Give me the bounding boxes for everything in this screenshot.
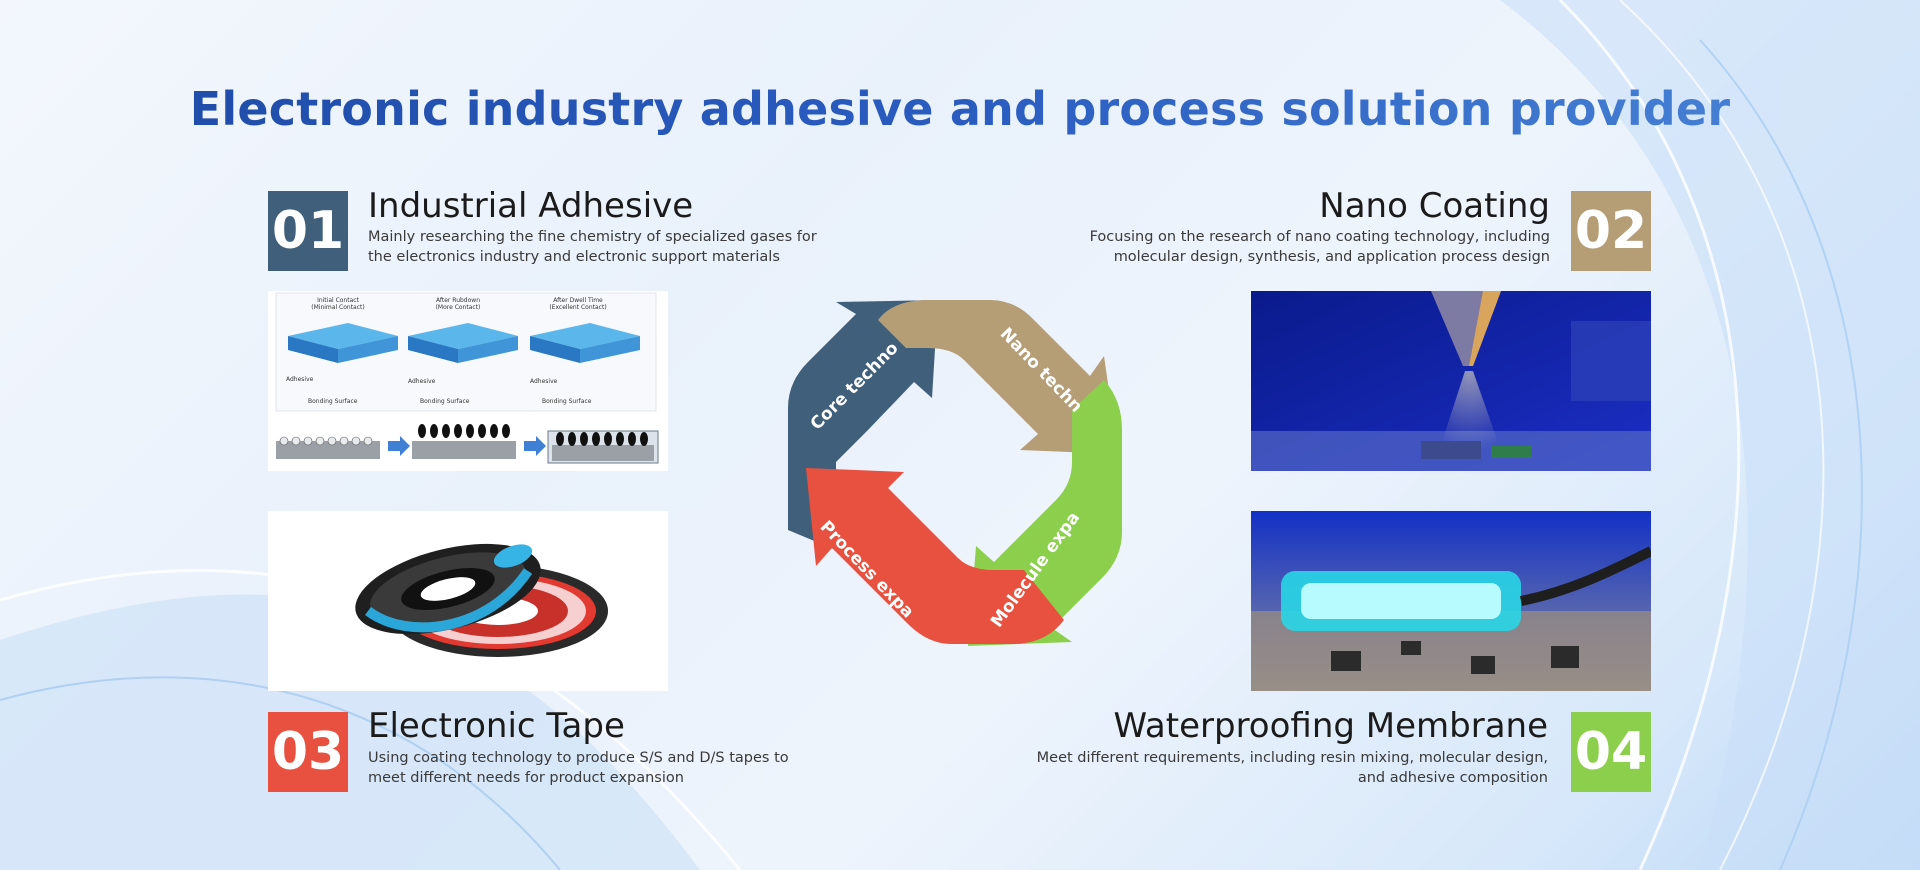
adhesive-label: Adhesive [408, 378, 436, 385]
section-title: Nano Coating [1319, 186, 1550, 226]
surface-label: Bonding Surface [420, 398, 470, 405]
adhesive-contact-diagram: Initial Contact (Minimal Contact) Adhesi… [268, 291, 668, 471]
technology-cycle-diagram: Core technology Nano technology Molecule… [768, 290, 1122, 646]
section-title: Electronic Tape [368, 706, 625, 746]
stage-block: After Rubdown (More Contact) Adhesive Bo… [408, 297, 518, 405]
stage-label: Initial Contact [317, 297, 360, 304]
adhesive-label: Adhesive [286, 376, 314, 383]
section-number-badge: 03 [268, 712, 348, 792]
section-description: Focusing on the research of nano coating… [1089, 229, 1550, 265]
section-description: Mainly researching the fine chemistry of… [368, 229, 817, 265]
section-title: Waterproofing Membrane [1113, 706, 1548, 746]
waterproof-circuit-image [1251, 511, 1651, 691]
section-number-badge: 02 [1571, 191, 1651, 271]
cycle-segment-nano [878, 300, 1118, 454]
cycle-segment-process [806, 468, 1064, 644]
nano-coating-spray-image [1251, 291, 1651, 471]
stage-block: Initial Contact (Minimal Contact) Adhesi… [286, 297, 398, 405]
stage-sublabel: (More Contact) [436, 304, 481, 311]
adhesive-label: Adhesive [530, 378, 558, 385]
section-title: Industrial Adhesive [368, 186, 694, 226]
page-title: Electronic industry adhesive and process… [0, 82, 1920, 136]
section-description: Meet different requirements, including r… [1036, 750, 1548, 786]
surface-label: Bonding Surface [308, 398, 358, 405]
stage-sublabel: (Minimal Contact) [311, 304, 364, 311]
section-number-badge: 04 [1571, 712, 1651, 792]
stage-block: After Dwell Time (Excellent Contact) Adh… [530, 297, 640, 405]
stage-sublabel: (Excellent Contact) [549, 304, 606, 311]
tape-rolls-image [268, 511, 668, 691]
stage-label: After Dwell Time [553, 297, 603, 304]
section-description: Using coating technology to produce S/S … [368, 750, 789, 786]
surface-label: Bonding Surface [542, 398, 592, 405]
stage-label: After Rubdown [436, 297, 480, 304]
section-number-badge: 01 [268, 191, 348, 271]
